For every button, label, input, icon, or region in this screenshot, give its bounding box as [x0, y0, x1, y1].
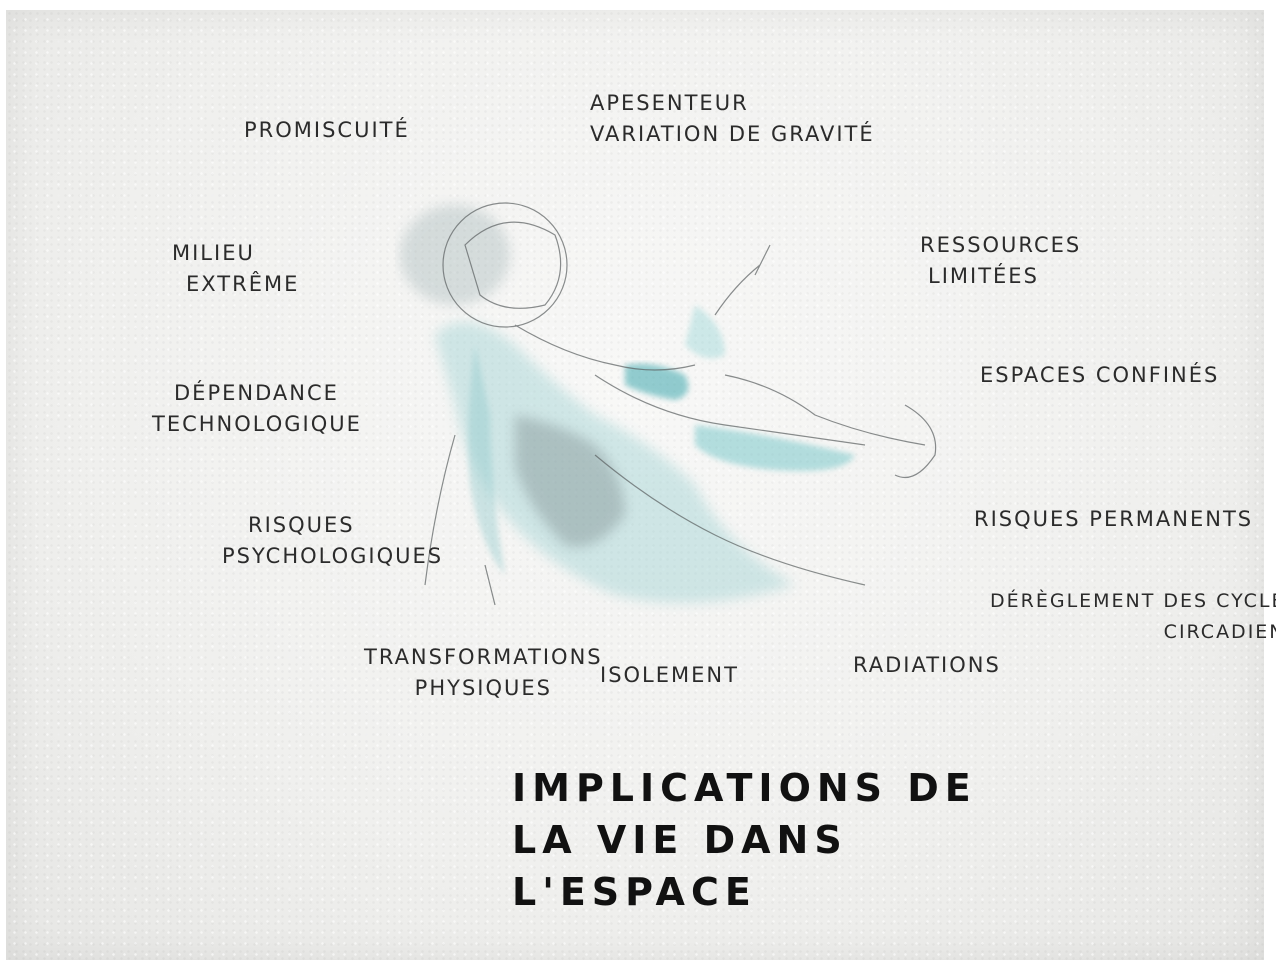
label-apesenteur: APESENTEUR VARIATION DE GRAVITÉ — [590, 88, 875, 150]
label-promiscuite-text: PROMISCUITÉ — [244, 115, 410, 146]
label-dependance-line2: TECHNOLOGIQUE — [152, 409, 362, 440]
label-milieu-extreme: MILIEU EXTRÊME — [172, 238, 299, 300]
label-isolement: ISOLEMENT — [600, 660, 739, 691]
label-espaces-confines: ESPACES CONFINÉS — [980, 360, 1219, 391]
label-dependance-technologique: DÉPENDANCE TECHNOLOGIQUE — [152, 378, 362, 440]
label-transformations-physiques: TRANSFORMATIONS PHYSIQUES — [364, 642, 603, 704]
label-espaces-text: ESPACES CONFINÉS — [980, 360, 1219, 391]
label-transformations-line2: PHYSIQUES — [364, 673, 603, 704]
label-promiscuite: PROMISCUITÉ — [244, 115, 410, 146]
title-line3: L'ESPACE — [512, 866, 977, 918]
label-risques-psy-line2: PSYCHOLOGIQUES — [222, 541, 443, 572]
label-radiations: RADIATIONS — [853, 650, 1001, 681]
label-milieu-line1: MILIEU — [172, 238, 299, 269]
label-ressources-line1: RESSOURCES — [920, 230, 1081, 261]
label-risques-permanents: RISQUES PERMANENTS — [974, 504, 1253, 535]
title-line2: LA VIE DANS — [512, 814, 977, 866]
label-dereglement-line1: DÉRÈGLEMENT DES CYCLES — [990, 586, 1276, 617]
label-apesenteur-line1: APESENTEUR — [590, 88, 875, 119]
label-milieu-line2: EXTRÊME — [186, 269, 299, 300]
label-dependance-line1: DÉPENDANCE — [174, 378, 362, 409]
label-risques-psychologiques: RISQUES PSYCHOLOGIQUES — [222, 510, 443, 572]
label-dereglement-line2: CIRCADIENS — [990, 617, 1276, 648]
title-line1: IMPLICATIONS DE — [512, 762, 977, 814]
label-isolement-text: ISOLEMENT — [600, 660, 739, 691]
astronaut-watercolor-illustration — [395, 185, 955, 625]
label-dereglement-cycles: DÉRÈGLEMENT DES CYCLES CIRCADIENS — [990, 586, 1276, 648]
label-ressources-limitees: RESSOURCES LIMITÉES — [920, 230, 1081, 292]
label-ressources-line2: LIMITÉES — [928, 261, 1081, 292]
label-risques-psy-line1: RISQUES — [248, 510, 443, 541]
page-title: IMPLICATIONS DE LA VIE DANS L'ESPACE — [512, 762, 977, 918]
label-transformations-line1: TRANSFORMATIONS — [364, 642, 603, 673]
label-apesenteur-line2: VARIATION DE GRAVITÉ — [590, 119, 875, 150]
label-radiations-text: RADIATIONS — [853, 650, 1001, 681]
label-risques-permanents-text: RISQUES PERMANENTS — [974, 504, 1253, 535]
